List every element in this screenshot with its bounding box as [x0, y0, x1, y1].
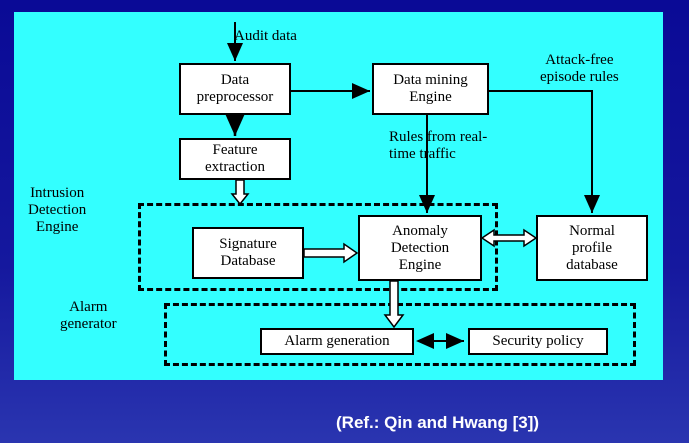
- diagram-canvas: Data preprocessor Data mining Engine Fea…: [14, 12, 663, 380]
- normal-profile-database-box: Normal profile database: [536, 215, 648, 281]
- connector-layer: [225, 22, 600, 349]
- hollow-arrow-signature-to-anomaly: [303, 242, 359, 264]
- intrusion-detection-engine-group: [138, 203, 498, 291]
- anomaly-detection-engine-box: Anomaly Detection Engine: [358, 215, 482, 281]
- hollow-arrow-anomaly-to-alarm: [383, 280, 405, 329]
- alarm-generator-group: [164, 303, 636, 366]
- security-policy-box: Security policy: [468, 328, 608, 355]
- intrusion-detection-engine-label: Intrusion Detection Engine: [28, 185, 87, 235]
- hollow-arrow-feature-to-ide: [230, 179, 250, 206]
- hollow-arrow-anomaly-normal: [480, 228, 538, 248]
- feature-extraction-box: Feature extraction: [179, 138, 291, 180]
- rules-from-real-time-traffic-label: Rules from real- time traffic: [389, 129, 488, 162]
- alarm-generation-box: Alarm generation: [260, 328, 414, 355]
- audit-data-label: Audit data: [234, 28, 297, 44]
- alarm-generator-label: Alarm generator: [60, 299, 117, 332]
- attack-free-episode-rules-label: Attack-free episode rules: [540, 52, 619, 85]
- data-mining-engine-box: Data mining Engine: [372, 63, 489, 115]
- signature-database-box: Signature Database: [192, 227, 304, 279]
- data-preprocessor-box: Data preprocessor: [179, 63, 291, 115]
- arrow-mining-to-normal-profile: [489, 90, 600, 213]
- reference-citation: (Ref.: Qin and Hwang [3]): [336, 413, 540, 432]
